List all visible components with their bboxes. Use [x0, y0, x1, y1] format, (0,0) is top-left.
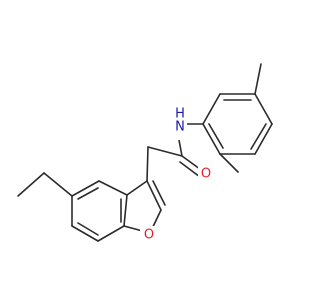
- furan-oxygen-label: O: [144, 228, 154, 243]
- nitrogen-hydrogen-label: H: [175, 107, 185, 122]
- ch2-ring-bond: [146, 146, 149, 182]
- furan-ring: [123, 180, 166, 234]
- molecule-canvas: N H O O: [17, 63, 273, 243]
- methyl-bond-top: [254, 63, 262, 95]
- ethyl-bond-1: [43, 172, 73, 197]
- nitrogen-label-bg: [173, 108, 187, 140]
- benzene-ring: [71, 180, 128, 242]
- ethyl-bond-2: [17, 172, 45, 197]
- nitrogen-label: N: [175, 120, 185, 135]
- dimethylphenyl-ring: [202, 93, 273, 155]
- furan-oxygen-label-bg: [140, 226, 158, 242]
- carbonyl-ch2-bond: [147, 146, 183, 157]
- carbonyl-oxygen-label-bg: [198, 166, 214, 182]
- carbonyl-oxygen-label: O: [201, 167, 211, 182]
- methyl-bond-bottom: [219, 153, 239, 173]
- structure-drawing: N H O O: [17, 63, 273, 243]
- carbonyl-double-bond-b: [179, 161, 201, 178]
